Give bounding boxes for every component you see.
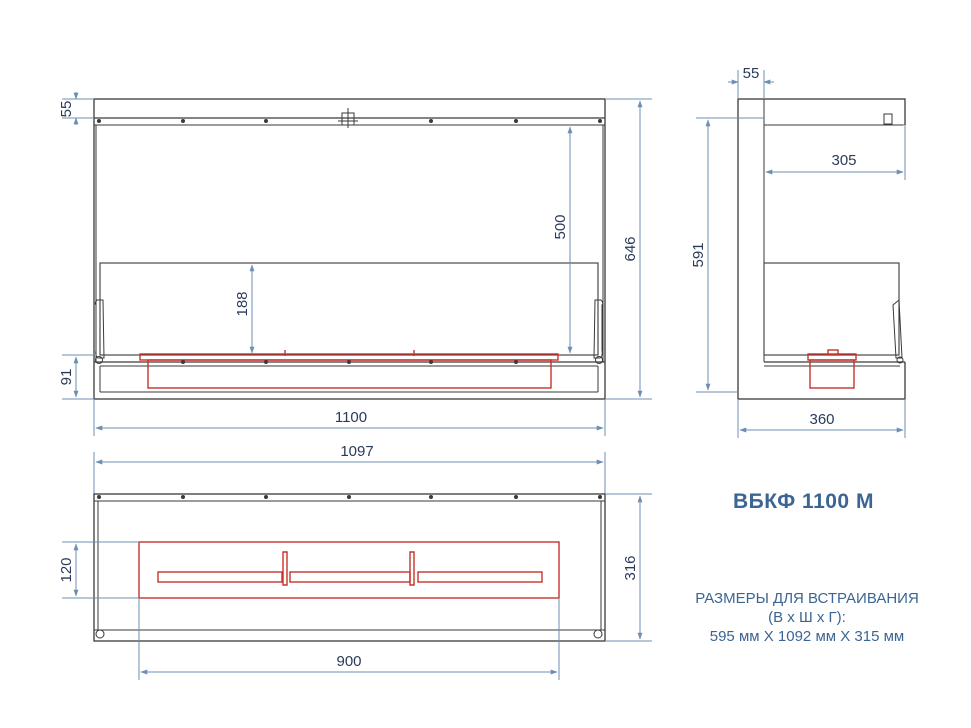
front-burner bbox=[139, 350, 559, 389]
note-line-3: 595 мм X 1092 мм X 315 мм bbox=[709, 628, 905, 645]
front-glass-screen bbox=[99, 262, 599, 356]
side-bracket bbox=[883, 113, 893, 125]
note-line-2: (В х Ш х Г): bbox=[768, 609, 846, 626]
side-dimensions bbox=[696, 70, 906, 438]
front-left-foot bbox=[95, 356, 103, 364]
dim-front-646: 646 bbox=[622, 236, 639, 261]
side-view bbox=[737, 98, 907, 400]
top-burner bbox=[138, 541, 560, 599]
dim-side-591: 591 bbox=[690, 242, 707, 267]
dim-top-120: 120 bbox=[58, 557, 75, 582]
dim-side-305: 305 bbox=[831, 152, 856, 169]
front-view bbox=[93, 98, 606, 400]
top-dimensions bbox=[62, 493, 652, 680]
dim-top-1097: 1097 bbox=[340, 443, 373, 460]
dim-top-316: 316 bbox=[622, 555, 639, 580]
dim-front-top-height: 55 bbox=[58, 101, 75, 118]
front-right-foot bbox=[595, 356, 603, 364]
top-view bbox=[93, 493, 606, 642]
model-title: ВБКФ 1100 М bbox=[733, 490, 874, 513]
front-dimensions bbox=[62, 92, 652, 496]
front-burner-screws bbox=[181, 360, 518, 364]
front-top-screws bbox=[97, 119, 602, 123]
side-foot bbox=[896, 356, 904, 364]
top-right-foot bbox=[593, 629, 603, 639]
note-line-1: РАЗМЕРЫ ДЛЯ ВСТРАИВАНИЯ bbox=[695, 590, 919, 607]
dim-front-500: 500 bbox=[552, 214, 569, 239]
dim-front-91: 91 bbox=[58, 369, 75, 386]
side-burner bbox=[807, 349, 857, 389]
dim-side-360: 360 bbox=[809, 411, 834, 428]
dim-front-1100: 1100 bbox=[335, 409, 367, 426]
dim-side-55: 55 bbox=[743, 65, 760, 82]
dim-top-900: 900 bbox=[336, 653, 361, 670]
top-screws bbox=[97, 495, 602, 499]
side-glass-screen bbox=[763, 262, 900, 356]
side-handle bbox=[892, 298, 903, 359]
dim-front-188: 188 bbox=[234, 291, 251, 316]
top-left-foot bbox=[95, 629, 105, 639]
front-hanger-bracket bbox=[338, 108, 358, 128]
front-outer-frame bbox=[93, 98, 606, 400]
front-left-handle bbox=[94, 299, 105, 359]
top-outer-frame bbox=[93, 493, 606, 642]
built-in-dimensions-note: РАЗМЕРЫ ДЛЯ ВСТРАИВАНИЯ (В х Ш х Г): 595… bbox=[676, 589, 938, 646]
front-right-handle bbox=[593, 299, 604, 359]
